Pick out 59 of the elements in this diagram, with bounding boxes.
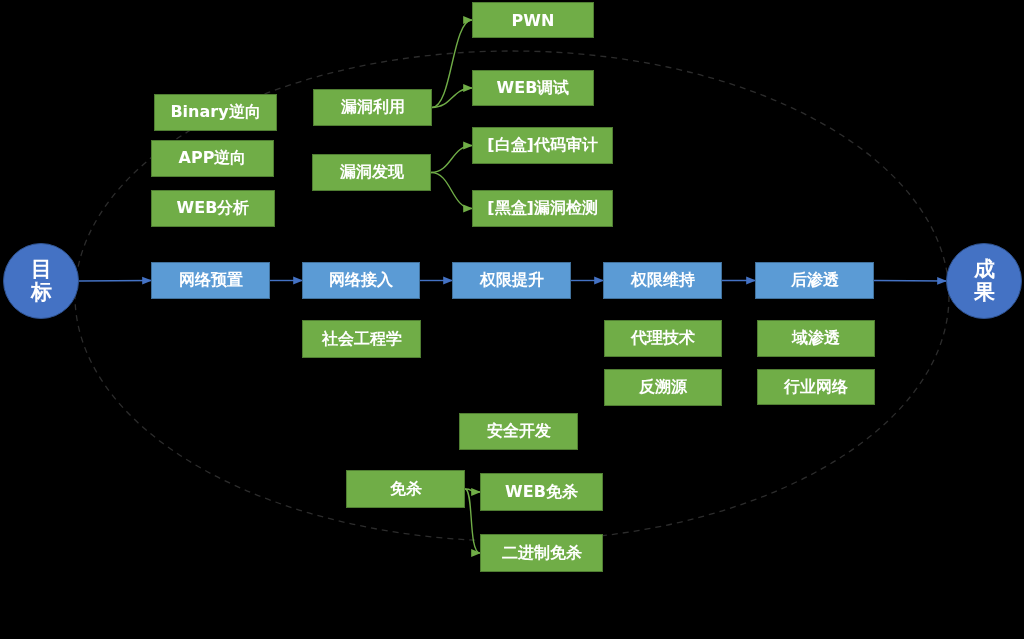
stage-box bbox=[603, 262, 722, 299]
skill-box bbox=[480, 534, 603, 572]
skill-box bbox=[472, 190, 613, 227]
arrow bbox=[431, 84, 473, 109]
skill-box bbox=[472, 70, 594, 106]
box-label: APP逆向 bbox=[178, 148, 247, 169]
box-label: 行业网络 bbox=[784, 376, 848, 398]
skill-box bbox=[459, 413, 578, 450]
box-label: 代理技术 bbox=[631, 328, 695, 349]
box-label: 网络预置 bbox=[178, 270, 243, 291]
skill-box bbox=[472, 2, 594, 38]
box-label: 安全开发 bbox=[486, 421, 551, 442]
box-label: PWN bbox=[511, 10, 555, 30]
skill-box bbox=[480, 473, 603, 511]
arrow bbox=[464, 488, 481, 554]
stage-box bbox=[151, 262, 270, 299]
endpoint-label: 目标 bbox=[30, 257, 52, 305]
box-label: 漏洞利用 bbox=[340, 97, 405, 118]
arrow bbox=[464, 487, 481, 496]
box-label: WEB分析 bbox=[176, 198, 250, 219]
arrow bbox=[570, 276, 604, 285]
arrow bbox=[431, 19, 473, 109]
skill-box bbox=[151, 190, 275, 227]
stage-box bbox=[302, 262, 420, 299]
box-label: 漏洞发现 bbox=[339, 162, 404, 183]
box-label: 免杀 bbox=[389, 478, 422, 500]
skill-box bbox=[757, 320, 875, 357]
box-label: WEB调试 bbox=[496, 77, 570, 99]
skill-box bbox=[757, 369, 875, 405]
box-label: 权限提升 bbox=[479, 270, 544, 291]
endpoint-label: 成果 bbox=[973, 257, 995, 305]
arrow bbox=[430, 171, 473, 212]
box-label: Binary逆向 bbox=[170, 102, 261, 123]
box-label: [白盒]代码审计 bbox=[487, 135, 598, 156]
box-label: 网络接入 bbox=[329, 270, 393, 291]
skill-box bbox=[312, 154, 431, 191]
skill-box bbox=[472, 127, 613, 164]
skill-box bbox=[604, 369, 722, 406]
box-label: 权限维持 bbox=[630, 270, 695, 291]
box-label: 反溯源 bbox=[639, 377, 687, 398]
skill-box bbox=[346, 470, 465, 508]
box-label: [黑盒]漏洞检测 bbox=[487, 198, 598, 219]
box-label: 社会工程学 bbox=[321, 328, 402, 350]
box-label: 二进制免杀 bbox=[501, 542, 582, 564]
arrow bbox=[721, 276, 756, 285]
box-label: WEB免杀 bbox=[505, 481, 578, 503]
skill-box bbox=[604, 320, 722, 357]
arrow bbox=[78, 276, 152, 285]
box-label: 域渗透 bbox=[792, 328, 840, 349]
arrow bbox=[269, 276, 303, 285]
skill-box bbox=[154, 94, 277, 131]
skill-box bbox=[151, 140, 274, 177]
stage-box bbox=[452, 262, 571, 299]
skill-box bbox=[302, 320, 421, 358]
skill-box bbox=[313, 89, 432, 126]
stage-box bbox=[755, 262, 874, 299]
arrow bbox=[873, 277, 947, 285]
arrow bbox=[419, 276, 453, 285]
box-label: 后渗透 bbox=[790, 270, 839, 291]
